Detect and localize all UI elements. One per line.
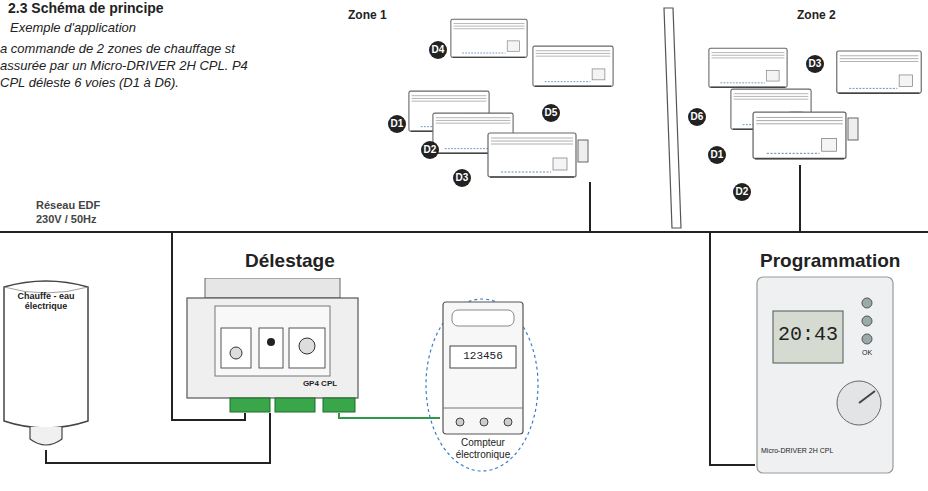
callout-number: D1 [387, 117, 407, 131]
teleinfo-wire [339, 413, 440, 418]
electronic-meter: 123456Compteur électronique [440, 300, 526, 465]
meter-caption: Compteur électronique [440, 437, 526, 460]
subtitle: Exemple d'application [10, 20, 136, 35]
callout-number: D6 [687, 110, 707, 124]
meter-reading: 123456 [450, 350, 516, 363]
load-shedder-housing [185, 278, 360, 413]
section-heading: Programmation [760, 250, 900, 272]
programmer: 20:43OK Micro-DRIVER 2H CPL [755, 275, 895, 475]
description: a commande de 2 zones de chauffage st as… [0, 40, 262, 91]
lcd-time: 20:43 [773, 323, 843, 346]
zone-label: Zone 1 [348, 8, 387, 22]
callout-number: D3 [805, 57, 825, 71]
water-heater: Chauffe - eau électrique [0, 275, 92, 450]
device-label: Chauffe - eau électrique [6, 291, 86, 312]
callout-number: D2 [420, 143, 440, 157]
callout-number: D2 [732, 185, 752, 199]
load-shedder: GP4 CPL [185, 278, 360, 413]
network-label: Réseau EDF 230V / 50Hz [36, 198, 118, 226]
product-name: Micro-DRIVER 2H CPL [761, 447, 851, 455]
programmer-housing [755, 275, 895, 475]
zone-label: Zone 2 [797, 8, 836, 22]
button-label: OK [855, 349, 879, 357]
callout-number: D5 [541, 106, 561, 120]
heading: 2.3 Schéma de principe [8, 0, 164, 16]
callout-number: D1 [707, 148, 727, 162]
section-heading: Délestage [245, 250, 335, 272]
callout-number: D3 [452, 171, 472, 185]
device-name: GP4 CPL [285, 379, 355, 388]
water-heater-shape [0, 275, 92, 450]
callout-number: D4 [428, 43, 448, 57]
